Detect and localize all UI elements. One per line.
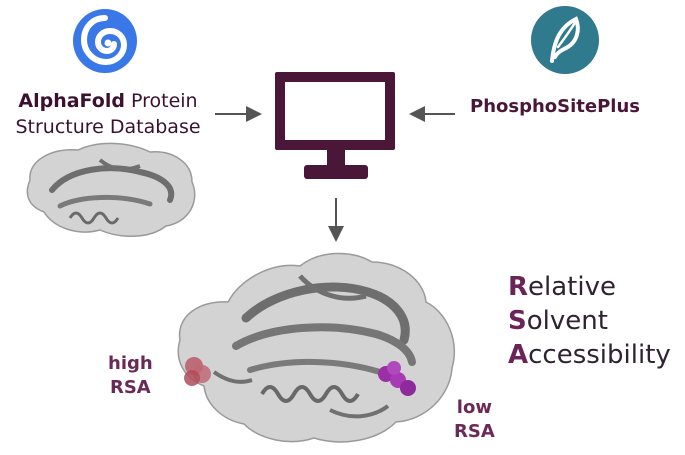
alphafold-database-label: AlphaFold Protein Structure Database	[8, 88, 208, 140]
low-rsa-label: low RSA	[454, 396, 495, 444]
small-protein-structure	[26, 142, 196, 237]
rsa-word-rest: olvent	[526, 306, 608, 336]
high-rsa-line1: high	[108, 353, 153, 374]
alphafold-name-rest: Protein	[124, 90, 198, 112]
rsa-initial-a: A	[508, 340, 529, 370]
rsa-definition: Relative Solvent Accessibility	[508, 270, 671, 372]
rsa-word-rest: ccessibility	[528, 340, 671, 370]
high-rsa-site	[184, 357, 211, 386]
large-protein-structure	[177, 252, 456, 443]
high-rsa-line2: RSA	[109, 377, 151, 398]
low-rsa-site	[378, 361, 416, 396]
alphafold-name: AlphaFold	[18, 90, 125, 112]
rsa-word-rest: elative	[528, 272, 616, 302]
low-rsa-line2: RSA	[454, 421, 495, 442]
low-rsa-line1: low	[456, 397, 492, 418]
rsa-word-relative: Relative	[508, 270, 671, 304]
phosphositeplus-label: PhosphoSitePlus	[470, 96, 640, 117]
rsa-initial-r: R	[508, 272, 529, 302]
high-rsa-label: high RSA	[108, 352, 153, 400]
alphafold-swirl-icon	[73, 9, 137, 73]
phosphositeplus-leaf-icon	[531, 6, 599, 74]
alphafold-line2: Structure Database	[15, 116, 201, 138]
rsa-word-solvent: Solvent	[508, 304, 671, 338]
monitor-icon	[275, 72, 395, 179]
rsa-word-accessibility: Accessibility	[508, 338, 671, 372]
rsa-initial-s: S	[508, 306, 527, 336]
